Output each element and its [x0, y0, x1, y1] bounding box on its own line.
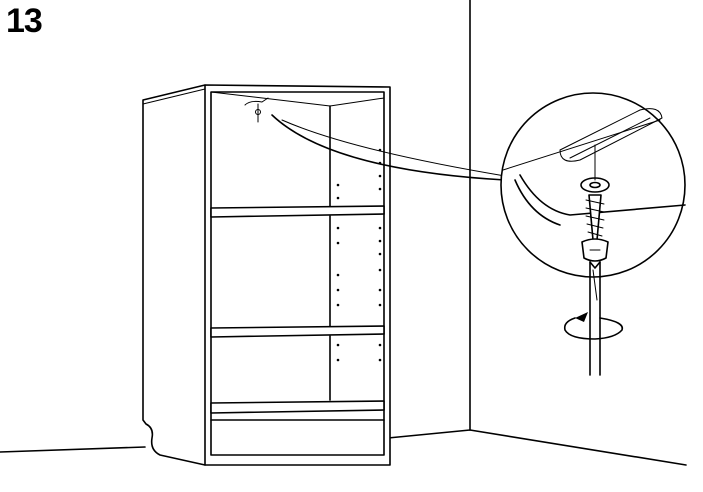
rotate-arrow-icon: [563, 312, 624, 340]
screw: [581, 194, 609, 262]
detail-magnifier: [500, 92, 686, 278]
room-walls: [0, 0, 687, 466]
screwdriver: [589, 261, 601, 376]
step-number: 13: [6, 2, 43, 40]
shelf-pin-holes: [336, 148, 382, 362]
callout-curve: [271, 114, 506, 181]
bookcase: [142, 84, 391, 466]
